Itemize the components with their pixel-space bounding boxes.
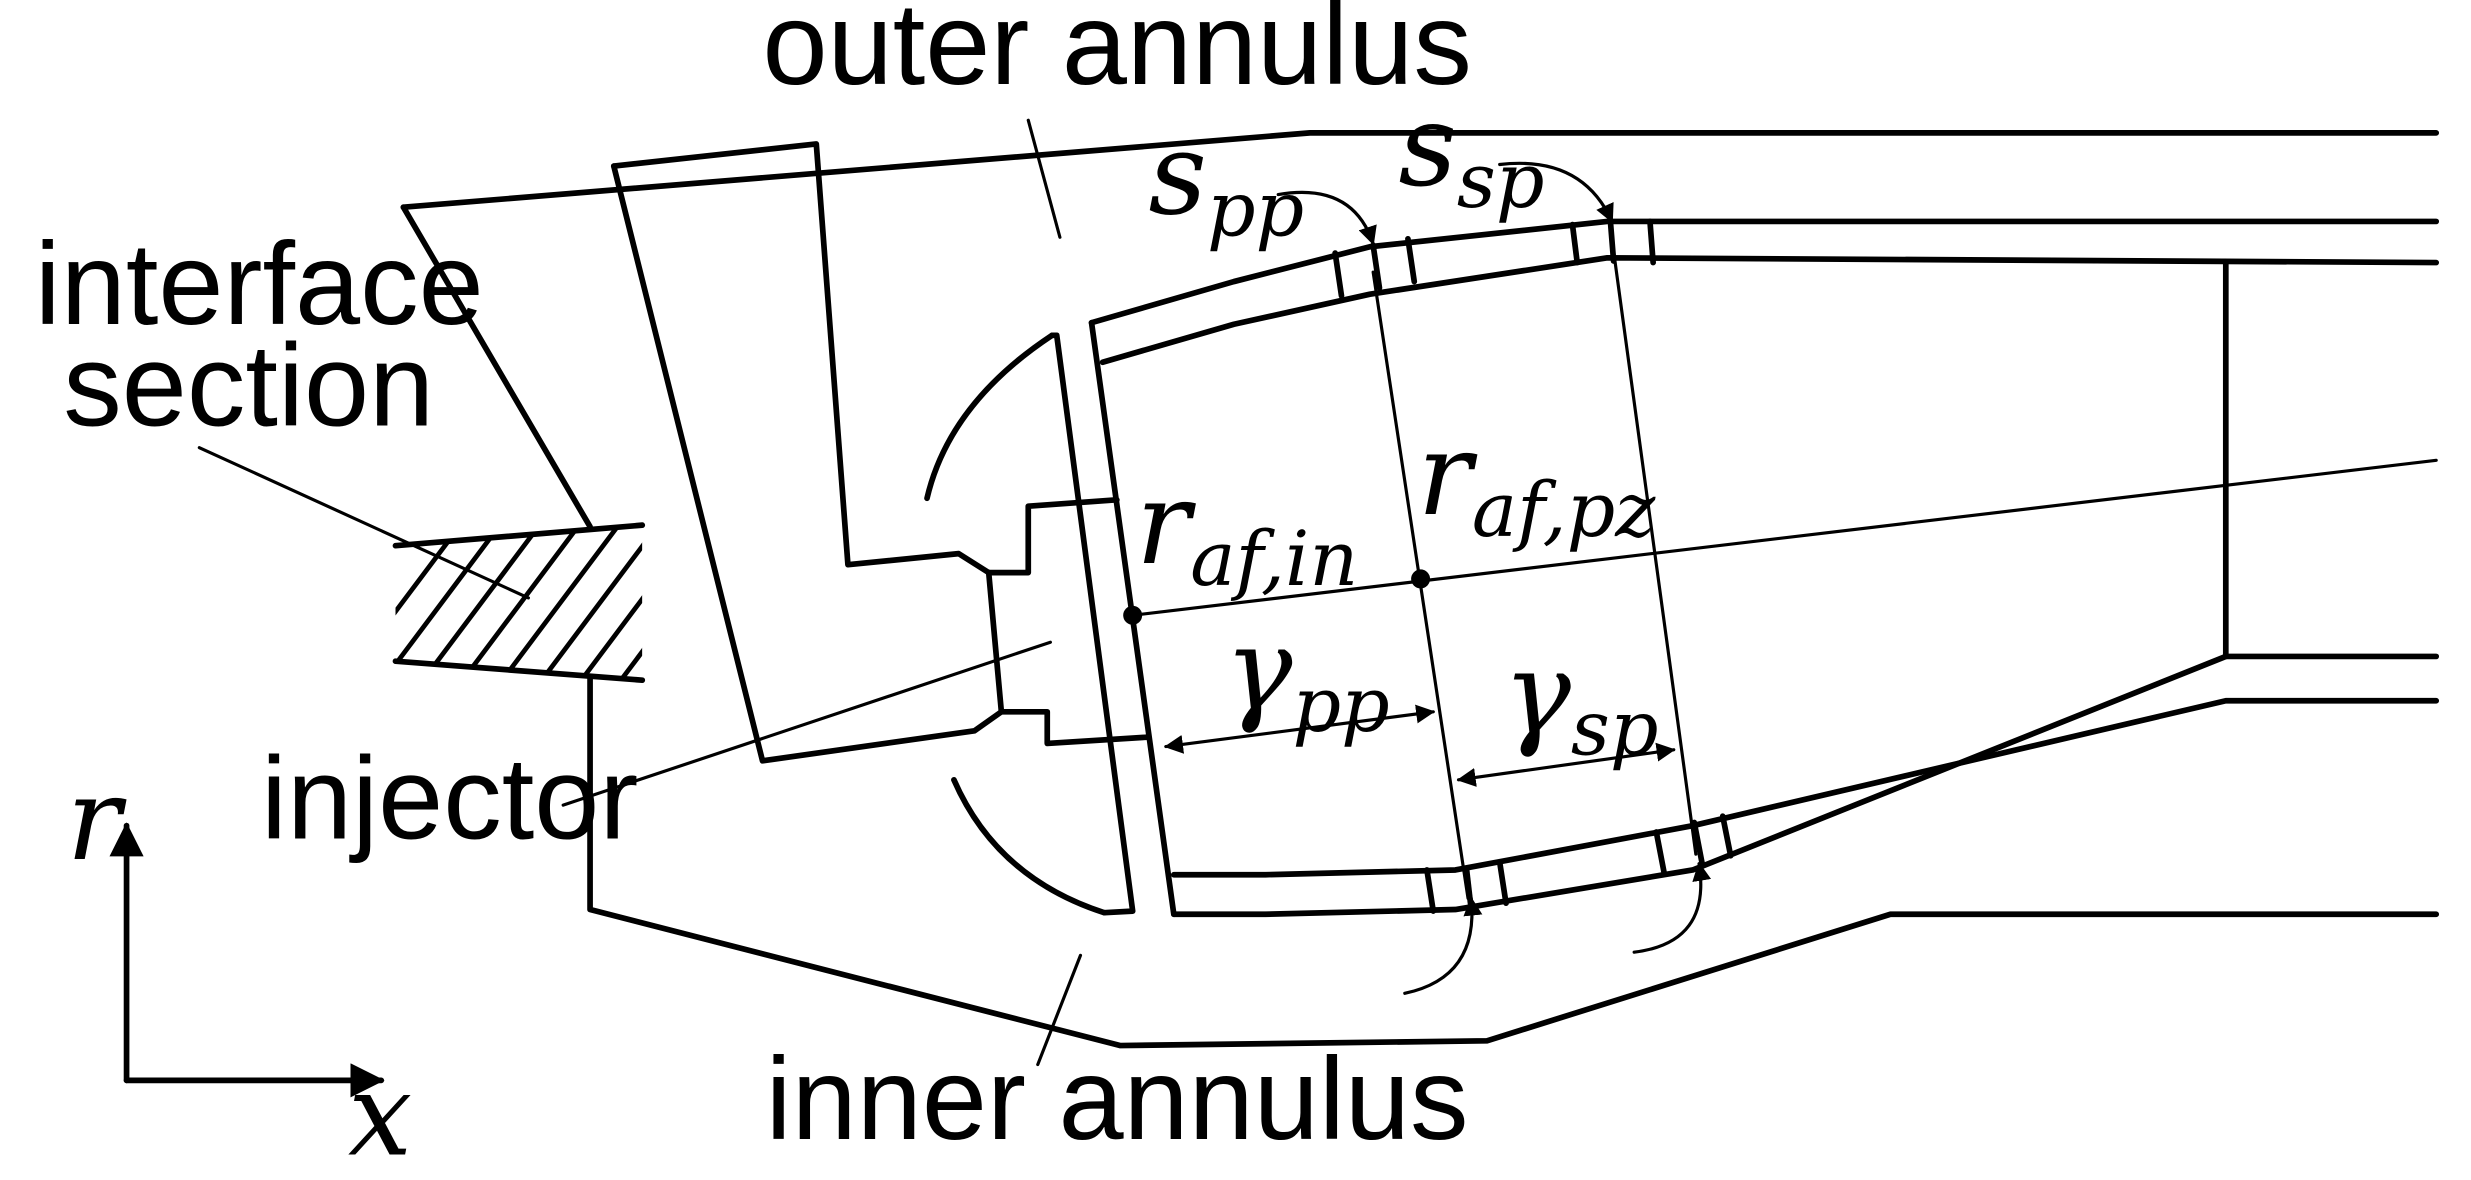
swirler-lower-arc <box>951 776 1108 916</box>
inner-annulus-label: inner annulus <box>766 1033 1469 1164</box>
point-r-af-pz <box>1411 569 1431 589</box>
outer-casing <box>400 130 2440 211</box>
gamma-sp-symbol: γsp <box>1503 626 1659 772</box>
outer-annulus-leader <box>1026 118 1062 239</box>
interface-section-leader <box>197 446 530 600</box>
inner-liner-hole-sp <box>1653 813 1734 876</box>
flame-centerline <box>1131 458 2438 617</box>
gamma-pp-dimension-arrow <box>1164 704 1436 754</box>
r-axis-label: r <box>66 753 127 886</box>
injector-body-lower <box>998 708 1152 747</box>
swirler-upper-arc <box>924 332 1055 502</box>
r-af-in-symbol: raf,in <box>1136 457 1358 603</box>
point-r-af-in <box>1123 605 1143 625</box>
s-pp-flow-arrow <box>1276 190 1377 246</box>
x-axis-label: x <box>348 1049 412 1180</box>
inner-pp-flow-arrow <box>1403 896 1483 995</box>
injector-body <box>985 496 1120 576</box>
secondary-zone-plane <box>1608 226 1698 856</box>
r-af-pz-symbol: raf,pz <box>1417 408 1656 554</box>
injector-label: injector <box>261 732 638 863</box>
interface-label-line1: interface <box>35 218 484 349</box>
dome-casing <box>610 141 992 576</box>
inner-liner-inner <box>1170 697 2440 878</box>
outer-liner-inner <box>1099 254 2440 366</box>
outer-liner-hole-pp <box>1332 235 1418 299</box>
injector-leader <box>561 640 1052 807</box>
interface-label-line2: section <box>63 320 434 451</box>
injector-face <box>985 569 1005 715</box>
inner-sp-flow-arrow <box>1632 861 1712 954</box>
inner-casing <box>587 674 2440 1049</box>
s-sp-symbol: ssp <box>1398 79 1544 225</box>
dome-casing-lower <box>610 163 1005 764</box>
gamma-pp-symbol: γpp <box>1224 603 1389 749</box>
s-sp-flow-arrow <box>1498 161 1614 224</box>
outer-liner-outer <box>1088 218 2440 326</box>
coordinate-axes <box>109 822 385 1098</box>
outer-annulus-label: outer annulus <box>762 0 1471 109</box>
dome-plate <box>1049 332 1136 916</box>
gamma-sp-dimension-arrow <box>1456 742 1676 787</box>
s-pp-symbol: spp <box>1148 108 1304 254</box>
inner-annulus-leader <box>1036 953 1083 1067</box>
casing-inlet-diagonal <box>400 204 593 530</box>
inner-liner-outer <box>1170 653 2440 918</box>
interface-section-hatch <box>392 522 646 684</box>
